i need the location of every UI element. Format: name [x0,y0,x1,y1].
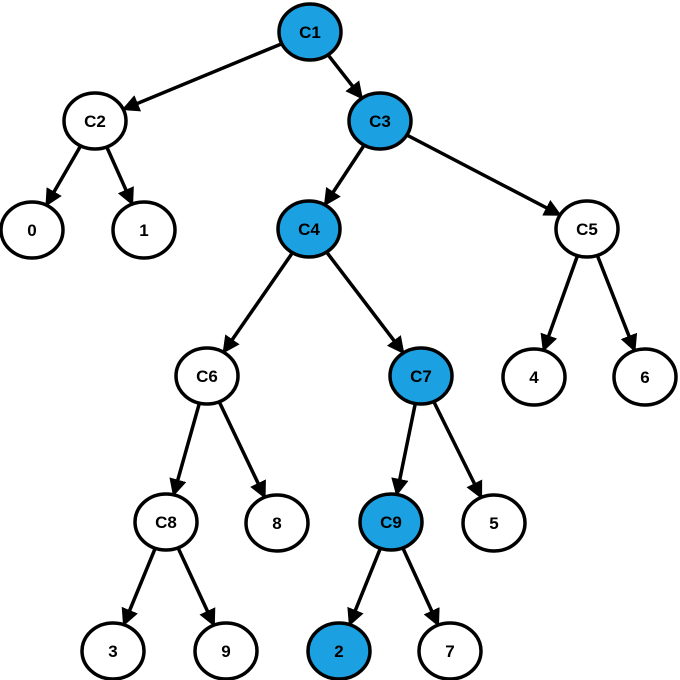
edge-c8-l3 [121,547,157,627]
tree-node-2: 2 [306,621,372,680]
node-ellipse [277,2,343,62]
node-label: 7 [445,642,454,661]
tree-node-c2: C2 [62,91,128,151]
node-ellipse [461,493,527,553]
tree-node-0: 0 [0,200,65,260]
edge-c4-c7 [325,251,405,355]
node-label: C5 [576,220,598,239]
tree-node-c3: C3 [347,91,413,151]
tree-node-c6: C6 [174,346,240,406]
node-label: C8 [155,513,177,532]
node-ellipse [501,347,567,407]
node-ellipse [388,346,454,406]
edge-c1-c3 [326,53,364,100]
node-ellipse [111,200,177,260]
node-ellipse [358,492,424,552]
node-label: C9 [380,513,402,532]
tree-node-4: 4 [501,347,567,407]
node-ellipse [347,91,413,151]
tree-node-c1: C1 [277,2,343,62]
node-label: 3 [108,642,117,661]
node-ellipse [174,346,240,406]
edge-c2-l0 [44,144,83,207]
node-ellipse [80,621,146,680]
node-ellipse [133,492,199,552]
tree-node-c8: C8 [133,492,199,552]
node-label: 2 [334,642,343,661]
edge-c1-c2 [121,42,283,112]
edge-c5-l4 [540,255,580,353]
node-label: C4 [298,220,320,239]
tree-node-3: 3 [80,621,146,680]
node-ellipse [306,621,372,680]
node-label: 0 [27,221,36,240]
node-ellipse [193,621,259,680]
node-label: C6 [196,367,218,386]
tree-node-c5: C5 [554,199,620,259]
tree-node-6: 6 [612,347,678,407]
node-ellipse [276,199,342,259]
node-ellipse [0,200,65,260]
edge-c3-c5 [405,133,562,217]
node-label: 9 [221,642,230,661]
node-ellipse [417,621,483,680]
node-ellipse [244,493,310,553]
node-ellipse [62,91,128,151]
node-label: 1 [139,221,148,240]
edge-c2-l1 [105,146,134,206]
edge-c9-l7 [401,547,440,627]
node-ellipse [554,199,620,259]
node-label: C7 [410,367,432,386]
edge-c7-c9 [391,403,418,497]
node-label: 4 [529,368,539,387]
tree-node-7: 7 [417,621,483,680]
node-ellipse [612,347,678,407]
edge-c7-l5 [432,400,483,500]
tree-node-8: 8 [244,493,310,553]
tree-node-9: 9 [193,621,259,680]
node-label: C1 [299,23,321,42]
tree-node-c7: C7 [388,346,454,406]
edge-c8-l9 [176,547,216,627]
tree-node-c9: C9 [358,492,424,552]
tree-node-1: 1 [111,200,177,260]
node-label: C2 [84,112,106,131]
node-label: 6 [640,368,649,387]
edge-c9-l2 [347,547,383,627]
edge-c6-l8 [217,400,267,499]
tree-node-c4: C4 [276,199,342,259]
edge-c3-c4 [323,144,366,207]
node-label: 8 [272,514,281,533]
edge-c4-c6 [222,251,294,354]
edge-c6-c8 [169,402,202,497]
node-label: 5 [489,514,498,533]
node-label: C3 [369,112,391,131]
edge-c5-l6 [595,254,638,353]
tree-node-5: 5 [461,493,527,553]
edges-layer [44,42,638,627]
